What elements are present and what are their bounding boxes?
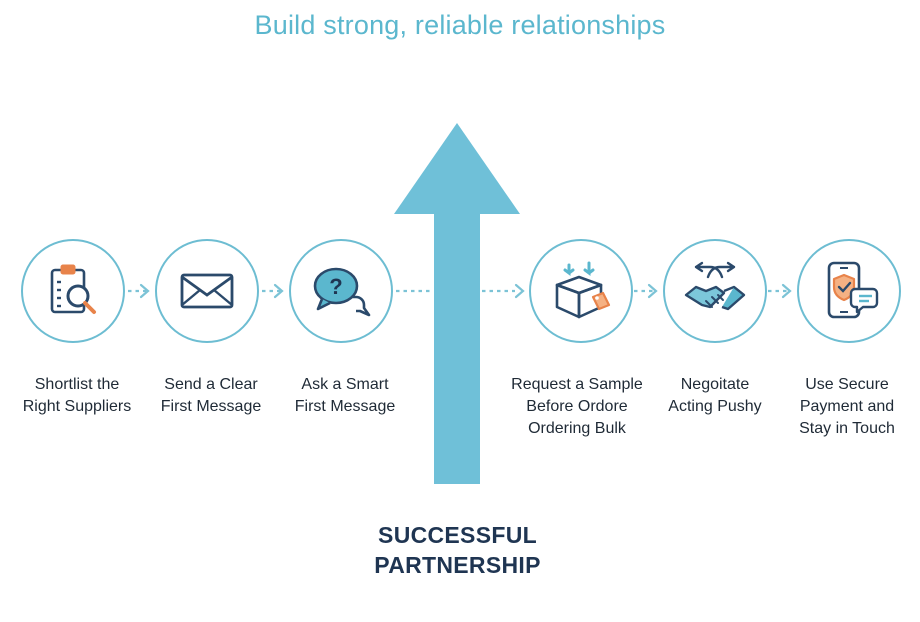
step-label-message: Send a Clear First Message bbox=[160, 376, 262, 415]
step-circle-ask: ? bbox=[289, 239, 393, 343]
step-label-shortlist: Shortlist the Right Suppliers bbox=[22, 376, 132, 415]
final-outcome-title: SUCCESSFUL PARTNERSHIP bbox=[374, 522, 541, 578]
envelope-icon bbox=[180, 273, 234, 309]
step-circle-message bbox=[155, 239, 259, 343]
page-subtitle: Build strong, reliable relationships bbox=[254, 10, 666, 40]
sample-box-icon bbox=[555, 261, 611, 319]
connector-arrowheads bbox=[139, 283, 792, 299]
step-circle-shortlist bbox=[21, 239, 125, 343]
question-chat-icon: ? bbox=[313, 267, 371, 317]
central-arrow bbox=[394, 123, 520, 484]
handshake-icon bbox=[684, 261, 746, 311]
step-circle-sample bbox=[529, 239, 633, 343]
clipboard-search-icon bbox=[50, 264, 96, 314]
step-label-negotiate: Negoitate Acting Pushy bbox=[668, 376, 762, 415]
step-label-ask: Ask a Smart First Message bbox=[294, 376, 396, 415]
svg-text:?: ? bbox=[329, 274, 342, 299]
step-circle-negotiate bbox=[663, 239, 767, 343]
step-label-sample: Request a Sample Before Ordore Ordering … bbox=[511, 376, 643, 437]
secure-phone-icon bbox=[827, 261, 879, 319]
step-circle-secure bbox=[797, 239, 901, 343]
step-label-secure: Use Secure Payment and Stay in Touch bbox=[799, 376, 895, 437]
